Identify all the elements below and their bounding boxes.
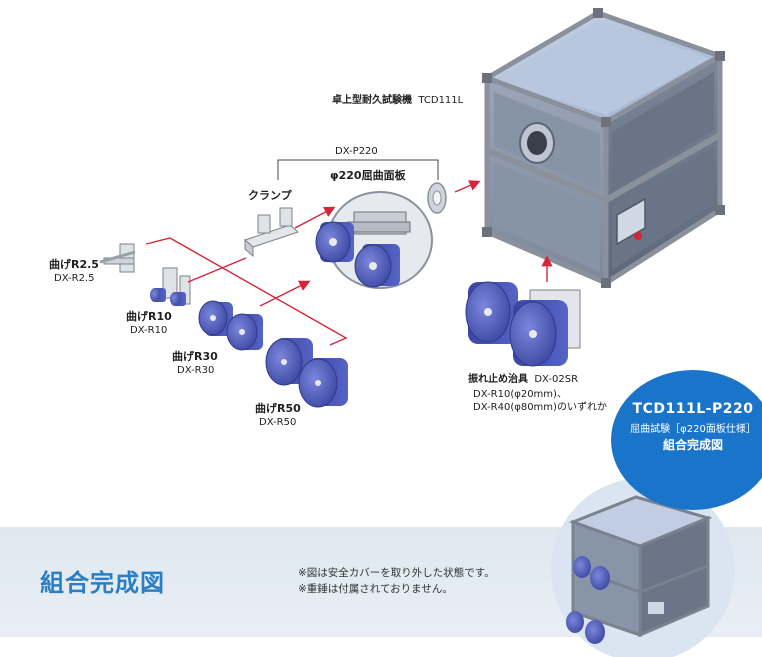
footer-title: 組合完成図 [40,569,165,597]
fixture-r2-5-name: 曲げR2.5 [49,258,99,271]
bending-plate [315,191,433,289]
fixture-r30-name: 曲げR30 [172,350,218,363]
badge-model: TCD111L-P220 [632,401,754,417]
fixture-r10-name: 曲げR10 [126,310,172,323]
fixture-r2-5-illustration [99,243,136,273]
fixture-r10-code: DX-R10 [130,325,168,336]
footer-note-2: ※重錘は付属されておりません。 [298,583,453,595]
steady-rest-illustration [465,281,581,367]
machine-model: TCD111L [418,95,464,106]
machine-label: 卓上型耐久試験機 TCD111L [332,95,463,107]
fixture-r30-illustration [198,300,263,351]
clamp-label: クランプ [248,189,292,202]
footer-machine-circle [551,478,735,657]
plate-bracket [277,159,439,180]
fixture-r10-illustration [150,267,191,306]
spacer-disc [427,182,447,214]
steady-rest-code: DX-02SR [534,374,579,385]
fixture-r30-code: DX-R30 [177,365,215,376]
plate-code: DX-P220 [335,146,378,157]
footer-notes: ※図は安全カバーを取り外した状態です。 ※重錘は付属されておりません。 [298,565,495,597]
clamp-part [244,207,299,258]
steady-rest-option-2: DX-R40(φ80mm)のいずれか [473,402,607,413]
fixture-r50-illustration [265,338,348,408]
footer-note-1: ※図は安全カバーを取り外した状態です。 [298,567,495,579]
badge-caption: 組合完成図 [662,438,723,452]
model-badge: TCD111L-P220 屈曲試験［φ220面板仕様］ 組合完成図 [611,370,762,510]
connector-lines [145,180,553,346]
badge-spec: 屈曲試験［φ220面板仕様］ [630,424,756,435]
steady-rest-label: 振れ止め治具 DX-02SR [468,374,578,386]
fixture-r50-name: 曲げR50 [255,402,301,415]
fixture-r2-5-code: DX-R2.5 [54,273,95,284]
steady-rest-name: 振れ止め治具 [468,374,528,385]
machine-illustration [482,8,725,288]
machine-name: 卓上型耐久試験機 [332,95,412,106]
fixture-r50-code: DX-R50 [259,417,297,428]
plate-name: φ220屈曲面板 [330,169,406,182]
steady-rest-option-1: DX-R10(φ20mm)、 [473,389,567,400]
